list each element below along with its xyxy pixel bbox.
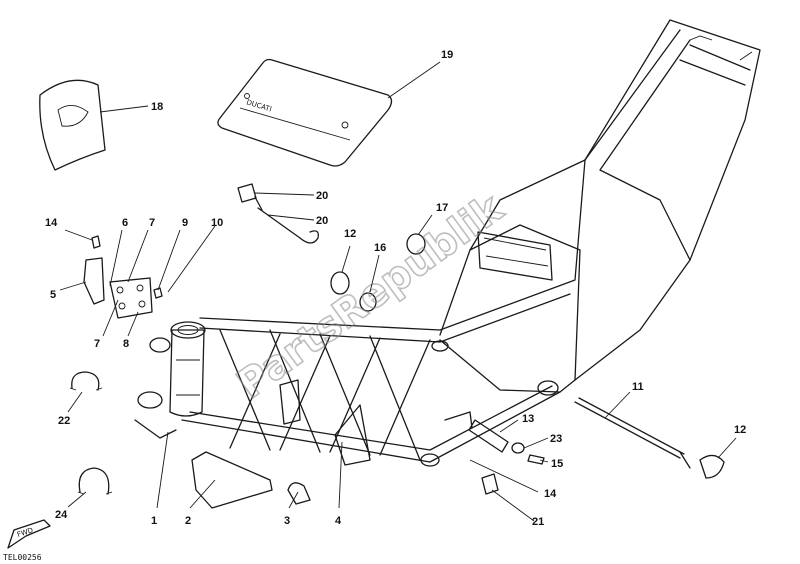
callout-15: 15 [551, 458, 563, 470]
frame-drawing [134, 19, 761, 467]
callout-13: 13 [522, 413, 534, 425]
callout-19: 19 [441, 49, 453, 61]
drawing-code: TEL00256 [3, 553, 42, 562]
callout-1: 1 [151, 515, 157, 527]
leader-lines [59, 61, 737, 522]
callout-24: 24 [55, 509, 68, 521]
callout-10: 10 [211, 217, 223, 229]
callout-labels: 1 2 3 4 5 6 7 7 8 9 10 11 12 12 13 14 14… [45, 49, 746, 528]
callout-7b: 7 [94, 338, 100, 350]
callout-5: 5 [50, 289, 56, 301]
callout-17: 17 [436, 202, 448, 214]
callout-7a: 7 [149, 217, 155, 229]
callout-4: 4 [335, 515, 342, 527]
callout-20a: 20 [316, 190, 328, 202]
callout-18: 18 [151, 101, 163, 113]
callout-14b: 14 [544, 488, 557, 500]
callout-12a: 12 [344, 228, 356, 240]
callout-21: 20 [316, 215, 328, 227]
callout-14a: 14 [45, 217, 58, 229]
callout-12b: 12 [734, 424, 746, 436]
callout-20b: 21 [532, 516, 544, 528]
callout-3: 3 [284, 515, 290, 527]
callout-23: 23 [550, 433, 562, 445]
callout-8: 8 [123, 338, 129, 350]
parts-drawing: DUCATI [7, 58, 725, 549]
callout-2: 2 [185, 515, 191, 527]
callout-16: 16 [374, 242, 386, 254]
callout-9: 9 [182, 217, 188, 229]
callout-11: 11 [632, 381, 644, 393]
callout-22: 22 [58, 415, 70, 427]
callout-6: 6 [122, 217, 128, 229]
